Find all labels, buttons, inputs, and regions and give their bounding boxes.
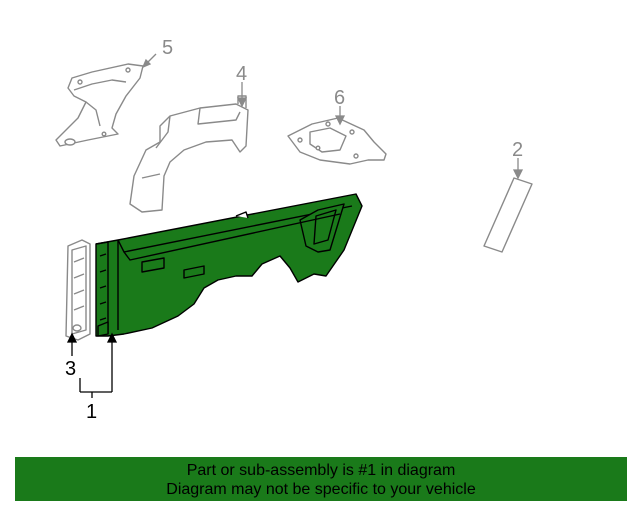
part-4-duct [129, 95, 249, 213]
callout-6: 6 [334, 87, 345, 109]
banner-line-1: Part or sub-assembly is #1 in diagram [186, 462, 456, 479]
part-1-heater-core-highlighted [95, 193, 363, 337]
callout-3: 3 [65, 358, 76, 380]
part-3-end-tank [65, 239, 91, 341]
footer-banner: Part or sub-assembly is #1 in diagram Di… [15, 457, 627, 501]
part-5-bracket [55, 63, 144, 147]
gray-leader-lines [141, 53, 524, 180]
black-leader-lines [66, 332, 118, 398]
callout-5: 5 [162, 37, 173, 59]
callout-4: 4 [236, 63, 247, 85]
banner-line-2: Diagram may not be specific to your vehi… [166, 481, 476, 498]
callout-2: 2 [512, 139, 523, 161]
callout-1: 1 [86, 401, 97, 423]
part-6-plate [287, 117, 387, 165]
part-2-seal-strip [483, 177, 533, 253]
